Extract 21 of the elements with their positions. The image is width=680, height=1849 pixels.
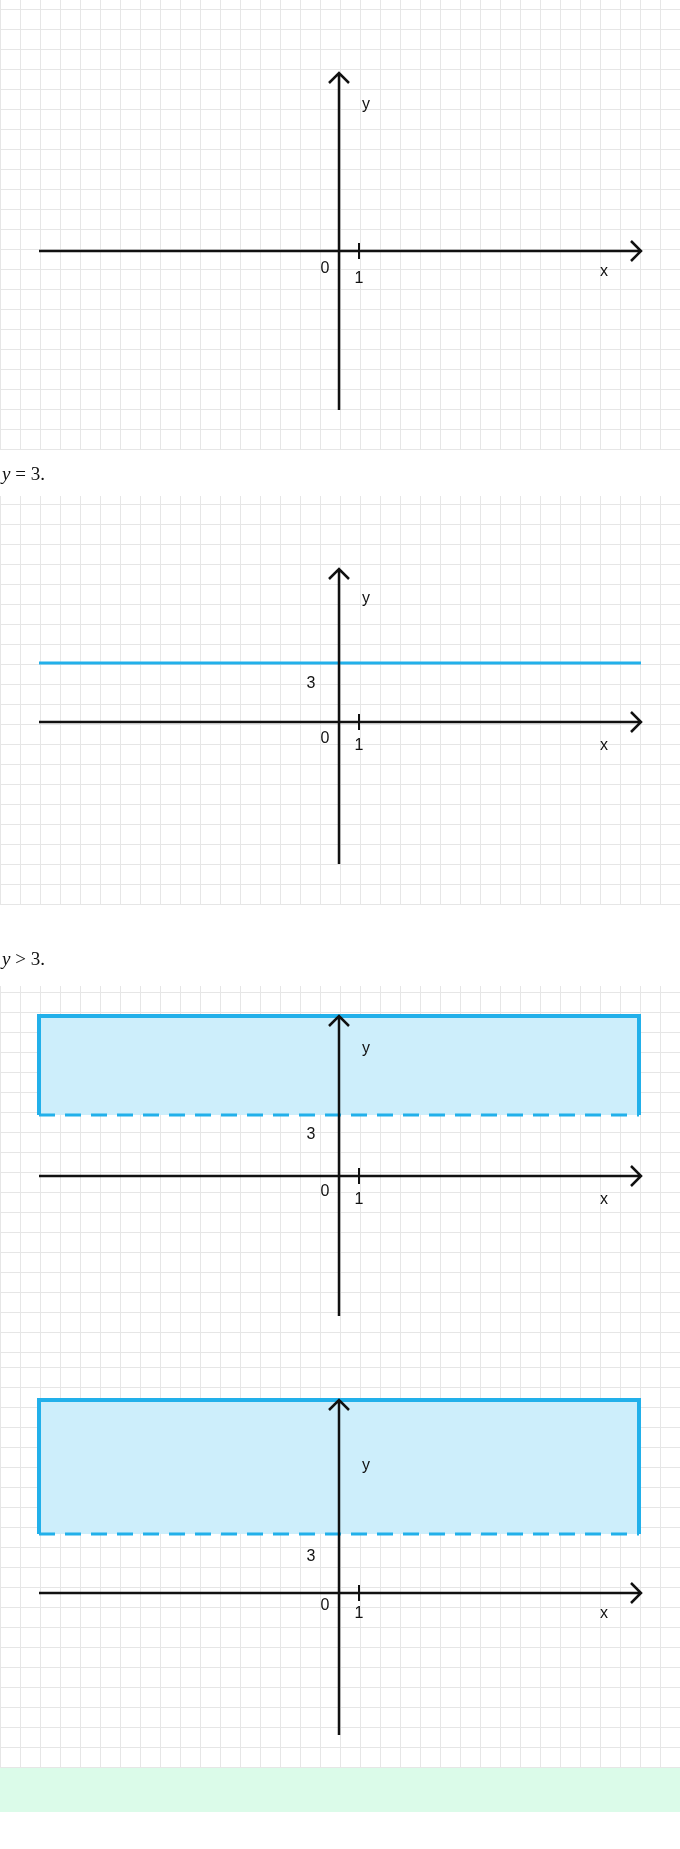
axis-label: y — [362, 1039, 370, 1057]
tick-label: 1 — [354, 1190, 364, 1208]
tick-label: 3 — [306, 674, 316, 692]
tick-label: 1 — [354, 269, 364, 287]
equation: y = 3. — [2, 463, 45, 485]
axis-label: x — [600, 1190, 608, 1208]
tick-label: 1 — [354, 736, 364, 754]
axis-label: y — [362, 95, 370, 113]
origin-label: 0 — [320, 1596, 330, 1614]
inequality: y > 3. — [2, 948, 45, 970]
origin-label: 0 — [320, 729, 330, 747]
axis-label: x — [600, 1604, 608, 1622]
origin-label: 0 — [320, 1182, 330, 1200]
origin-label: 0 — [320, 259, 330, 277]
tick-label: 3 — [306, 1547, 316, 1565]
axis-label: y — [362, 589, 370, 607]
axis-label: y — [362, 1456, 370, 1474]
axis-label: x — [600, 262, 608, 280]
tick-label: 1 — [354, 1604, 364, 1622]
tick-label: 3 — [306, 1125, 316, 1143]
axis-label: x — [600, 736, 608, 754]
